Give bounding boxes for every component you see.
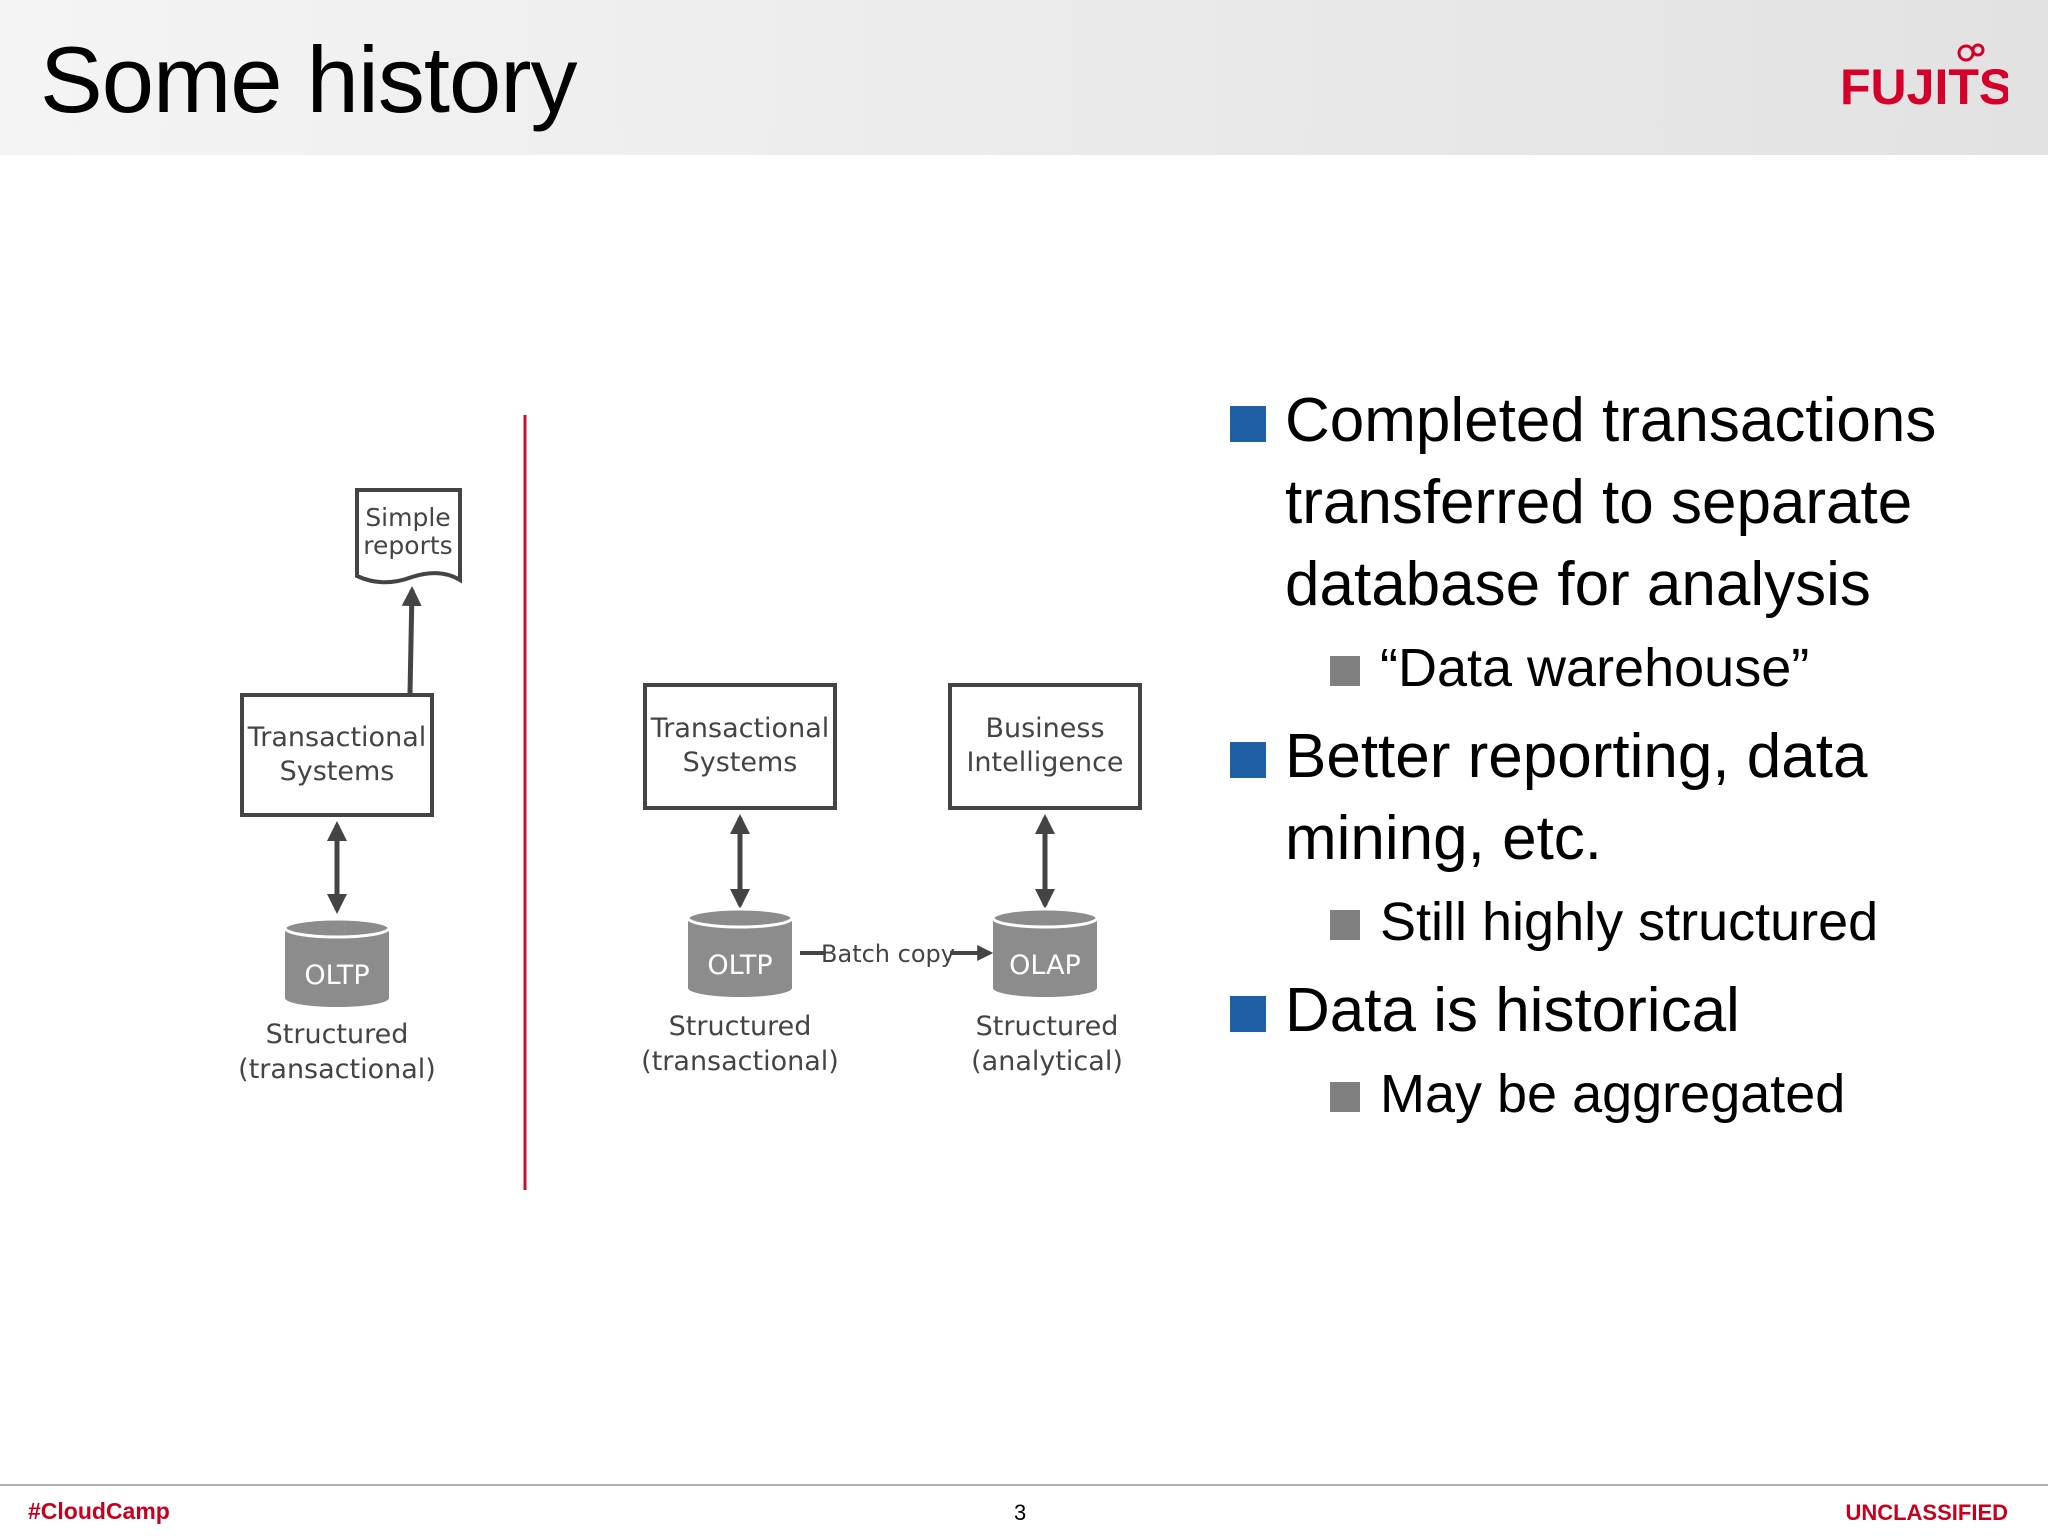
before-transactional-systems-box	[240, 693, 434, 817]
after-oltp-caption-1: Structured	[669, 1011, 812, 1042]
olap-caption-1: Structured	[976, 1011, 1119, 1042]
simple-reports-document	[355, 488, 462, 585]
sub-bullet-highly-structured: Still highly structured	[1230, 884, 2030, 960]
after-system-line-2: Systems	[683, 747, 798, 778]
olap-caption-2: (analytical)	[971, 1046, 1123, 1077]
batch-copy-label: Batch copy	[821, 940, 955, 968]
before-system-line-2: Systems	[280, 756, 395, 787]
simple-reports-line-2: reports	[363, 531, 452, 560]
bi-line-1: Business	[985, 713, 1104, 744]
classification-label: UNCLASSIFIED	[1845, 1500, 2008, 1525]
bullet-data-historical: Data is historical	[1230, 970, 2030, 1052]
after-oltp-cylinder	[686, 907, 794, 997]
header-band	[0, 0, 2048, 155]
after-oltp-label: OLTP	[707, 950, 772, 981]
bi-line-2: Intelligence	[966, 747, 1123, 778]
fujitsu-logo: FUJITSU	[1840, 43, 2008, 115]
after-transactional-systems-box	[643, 683, 837, 810]
olap-cylinder	[991, 907, 1099, 997]
footer-hashtag: #CloudCamp	[28, 1498, 170, 1524]
before-system-line-1: Transactional	[247, 722, 427, 753]
brand-wordmark: FUJITSU	[1840, 59, 2008, 115]
page-number: 3	[1014, 1500, 1027, 1525]
sub-bullet-aggregated: May be aggregated	[1230, 1056, 2030, 1132]
bullet-list: Completed transactions transferred to se…	[1230, 380, 2030, 1142]
after-system-line-1: Transactional	[650, 713, 830, 744]
after-oltp-caption-2: (transactional)	[641, 1046, 839, 1077]
slide-title: Some history	[40, 27, 578, 132]
before-oltp-label: OLTP	[304, 960, 369, 991]
before-caption-line-2: (transactional)	[238, 1054, 436, 1085]
sub-bullet-data-warehouse: “Data warehouse”	[1230, 630, 2030, 706]
business-intelligence-box	[948, 683, 1142, 810]
simple-reports-line-1: Simple	[365, 503, 450, 532]
bullet-completed-transactions: Completed transactions transferred to se…	[1230, 380, 2030, 626]
olap-label: OLAP	[1009, 950, 1081, 981]
data-warehouse-diagram: Simple reports Transactional Systems OLT…	[238, 415, 1142, 1190]
before-caption-line-1: Structured	[266, 1019, 409, 1050]
bullet-better-reporting: Better reporting, data mining, etc.	[1230, 716, 2030, 880]
arrow-to-simple-reports	[401, 586, 422, 694]
footer-divider	[0, 1484, 2048, 1486]
before-oltp-cylinder	[283, 917, 391, 1007]
